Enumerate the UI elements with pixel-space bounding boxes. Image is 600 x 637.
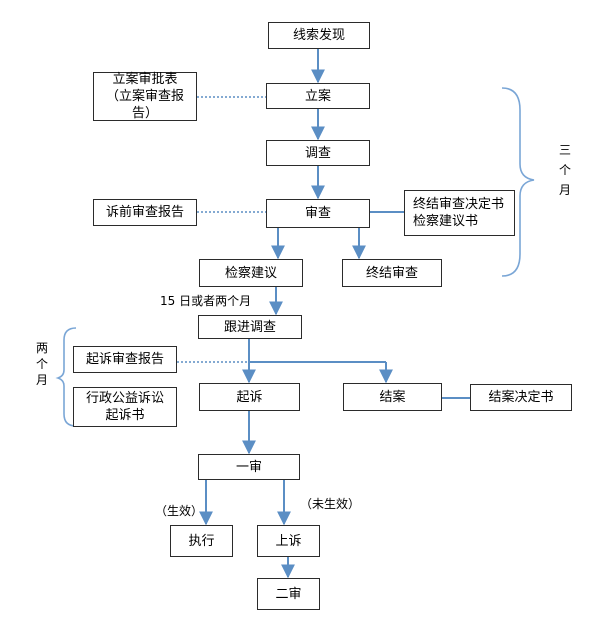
node-second-instance: 二审 — [257, 578, 320, 610]
node-review: 审查 — [266, 199, 370, 228]
label-two-months: 两个月 — [35, 341, 48, 387]
doc-end-decision: 终结审查决定书 — [413, 197, 505, 212]
doc-closing-decision: 结案决定书 — [470, 384, 572, 411]
label-effective: （生效） — [155, 504, 204, 518]
node-appeal: 上诉 — [257, 525, 320, 557]
doc-advice: 检察建议书 — [413, 214, 479, 229]
label-three-months: 三个月 — [558, 143, 571, 197]
label-fifteen-days: 15 日或者两个月 — [160, 294, 252, 308]
doc-pre-suit-report: 诉前审查报告 — [93, 199, 197, 226]
label-not-effective: （未生效） — [300, 497, 361, 511]
node-close-case: 结案 — [343, 383, 442, 411]
doc-suit-review-report: 起诉审查报告 — [73, 346, 177, 373]
node-execute: 执行 — [170, 525, 233, 557]
node-clue: 线索发现 — [268, 22, 370, 49]
node-end-review: 终结审查 — [342, 259, 442, 287]
doc-end-decision-and-advice: 终结审查决定书 检察建议书 — [404, 190, 515, 236]
node-first-instance: 一审 — [198, 454, 300, 480]
node-procuratorial-advice: 检察建议 — [199, 259, 303, 287]
node-investigate: 调查 — [266, 140, 370, 166]
bracket-two-months — [55, 327, 77, 427]
node-filing: 立案 — [266, 83, 370, 109]
doc-filing-form: 立案审批表（立案审查报告） — [93, 72, 197, 121]
node-follow-up: 跟进调查 — [198, 315, 302, 339]
node-prosecute: 起诉 — [199, 383, 300, 411]
doc-public-interest-complaint: 行政公益诉讼起诉书 — [73, 387, 177, 427]
brace-three-months — [501, 87, 535, 277]
